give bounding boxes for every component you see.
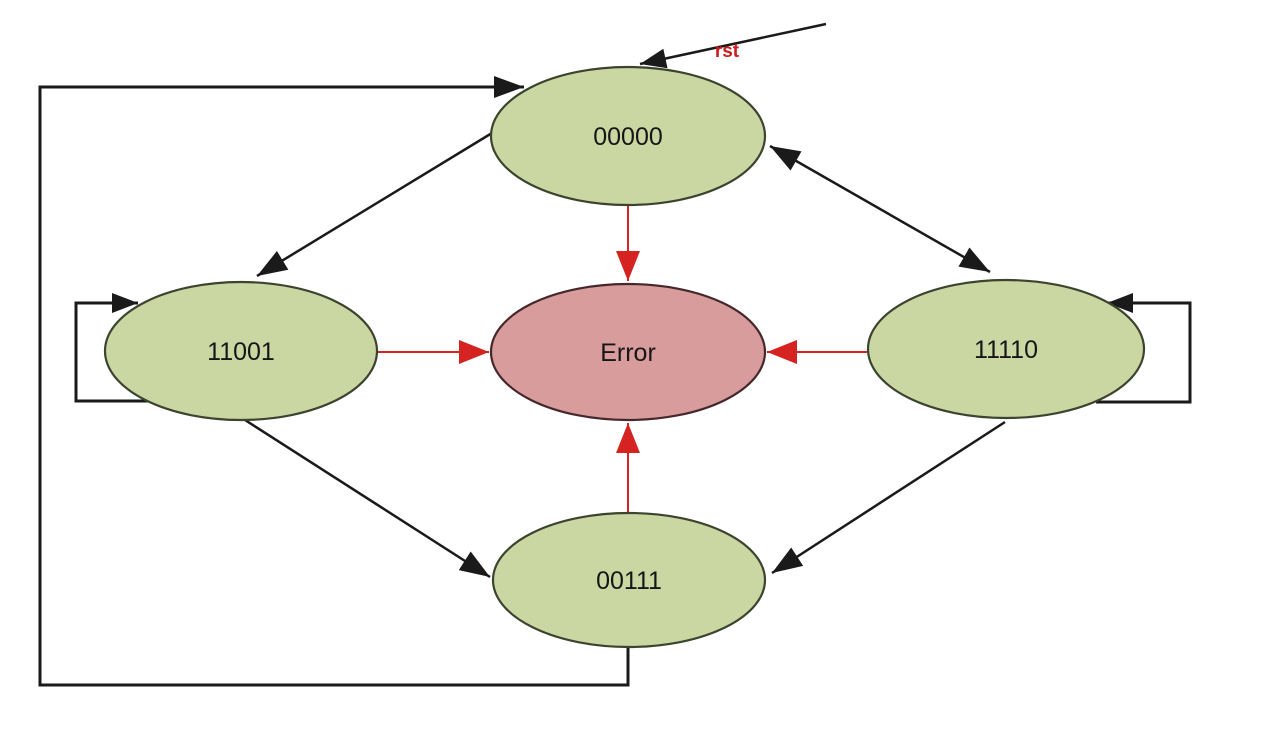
reset-arrow-arrowhead bbox=[640, 48, 668, 69]
transition-00000-11110-bidirectional-arrowhead bbox=[958, 247, 990, 272]
error-transition-00000-arrowhead bbox=[616, 251, 640, 281]
outer-loop-00111-to-00000-arrowhead bbox=[494, 76, 524, 98]
transition-00000-11110-bidirectional bbox=[769, 144, 991, 274]
state-label-00111: 00111 bbox=[596, 567, 662, 595]
error-transition-11001-arrowhead bbox=[459, 340, 489, 364]
state-label-Error: Error bbox=[600, 339, 656, 367]
transition-00000-to-11001-arrowhead bbox=[257, 251, 289, 276]
outer-loop-00111-to-00000 bbox=[38, 85, 630, 687]
state-node-11110 bbox=[866, 278, 1146, 420]
transition-11001-to-00111-arrowhead bbox=[458, 551, 490, 577]
self-loop-11110 bbox=[1096, 301, 1192, 404]
transition-00000-11110-bidirectional-arrowhead-start bbox=[770, 146, 802, 171]
transition-11110-to-00111-arrowhead bbox=[772, 547, 804, 573]
state-node-00111 bbox=[491, 511, 767, 649]
error-transition-11110-arrowhead bbox=[767, 340, 797, 364]
state-label-11110: 11110 bbox=[974, 336, 1038, 364]
state-node-00000 bbox=[489, 65, 767, 207]
error-state-node-Error bbox=[489, 282, 767, 422]
transition-11110-to-00111 bbox=[771, 420, 1006, 575]
transition-00000-to-11001 bbox=[256, 131, 493, 278]
reset-arrow bbox=[639, 22, 827, 66]
self-loop-11001-arrowhead bbox=[112, 293, 138, 313]
error-transition-00111-arrowhead bbox=[616, 423, 640, 453]
transition-11001-to-00111 bbox=[244, 418, 491, 579]
state-label-00000: 00000 bbox=[593, 123, 663, 151]
self-loop-11110-arrowhead bbox=[1107, 293, 1133, 313]
state-label-11001: 11001 bbox=[207, 338, 275, 366]
reset-label: rst bbox=[715, 41, 740, 62]
state-node-11001 bbox=[103, 280, 379, 422]
self-loop-11001 bbox=[74, 301, 152, 403]
